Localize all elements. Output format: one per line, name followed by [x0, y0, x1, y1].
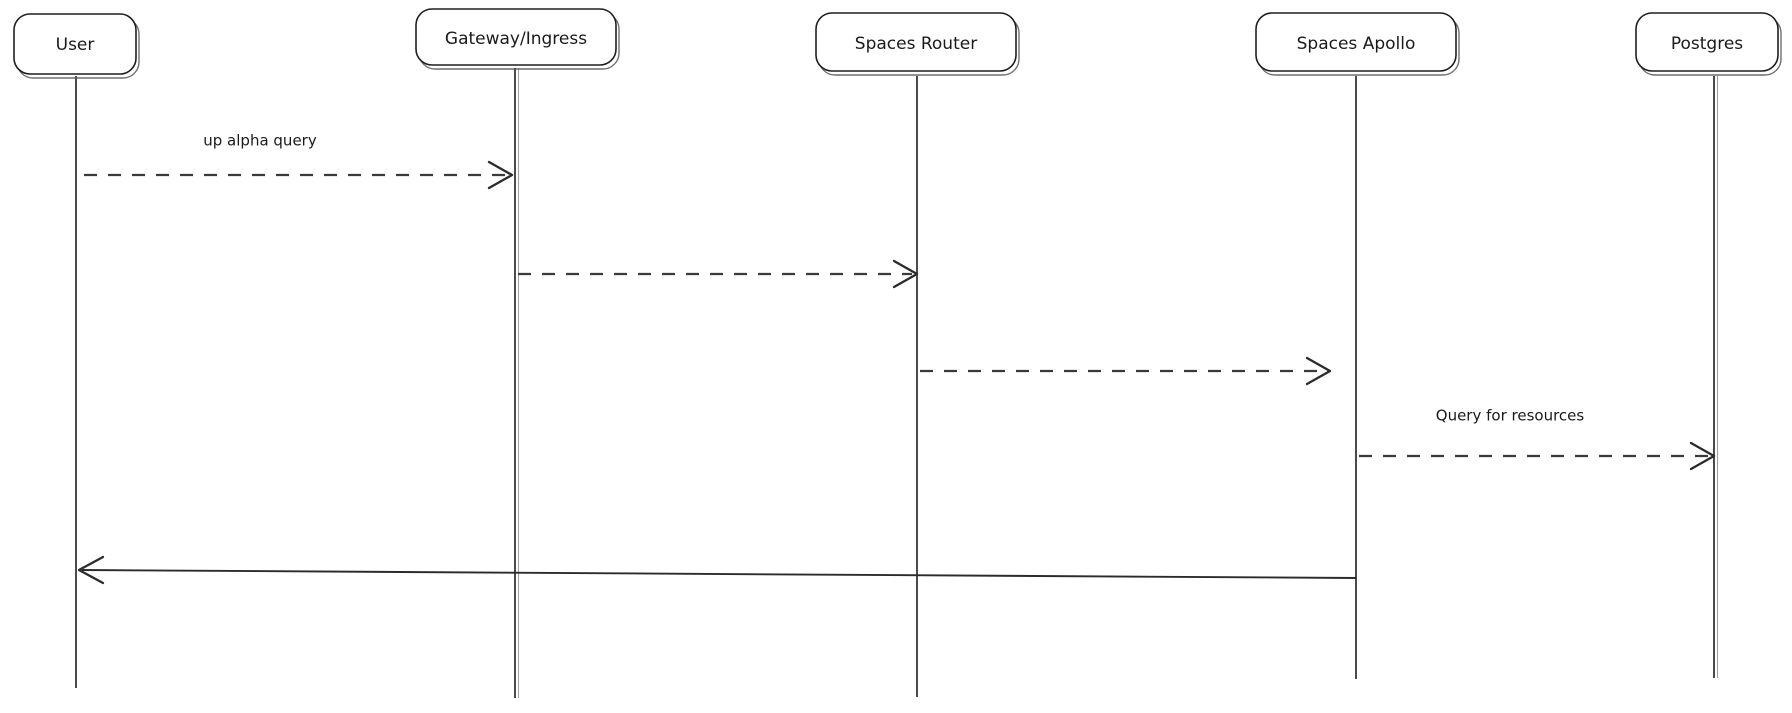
participant-gateway[interactable]: Gateway/Ingress	[415, 8, 620, 70]
message-label-1: up alpha query	[203, 132, 317, 150]
lifeline-postgres	[1713, 76, 1719, 678]
participant-label-postgres: Postgres	[1671, 34, 1743, 54]
participant-router[interactable]: Spaces Router	[815, 12, 1020, 76]
messages-layer: up alpha query Query for resources	[77, 132, 1716, 585]
participant-apollo[interactable]: Spaces Apollo	[1255, 12, 1460, 76]
message-response-to-user[interactable]	[77, 555, 1357, 585]
participants-layer: User Gateway/Ingress Spaces Router Space…	[13, 8, 1782, 79]
message-up-alpha-query[interactable]: up alpha query	[84, 132, 514, 190]
lifeline-gateway	[514, 68, 520, 698]
participant-label-apollo: Spaces Apollo	[1297, 34, 1416, 54]
lifelines-layer	[75, 68, 1719, 698]
participant-postgres[interactable]: Postgres	[1635, 12, 1782, 76]
message-router-to-apollo[interactable]	[920, 356, 1332, 386]
participant-label-gateway: Gateway/Ingress	[445, 29, 587, 49]
participant-label-user: User	[56, 35, 95, 55]
participant-label-router: Spaces Router	[855, 34, 977, 54]
participant-user[interactable]: User	[13, 13, 140, 79]
message-label-4: Query for resources	[1436, 407, 1585, 425]
message-query-for-resources[interactable]: Query for resources	[1359, 407, 1716, 471]
message-gateway-to-router[interactable]	[518, 259, 919, 289]
